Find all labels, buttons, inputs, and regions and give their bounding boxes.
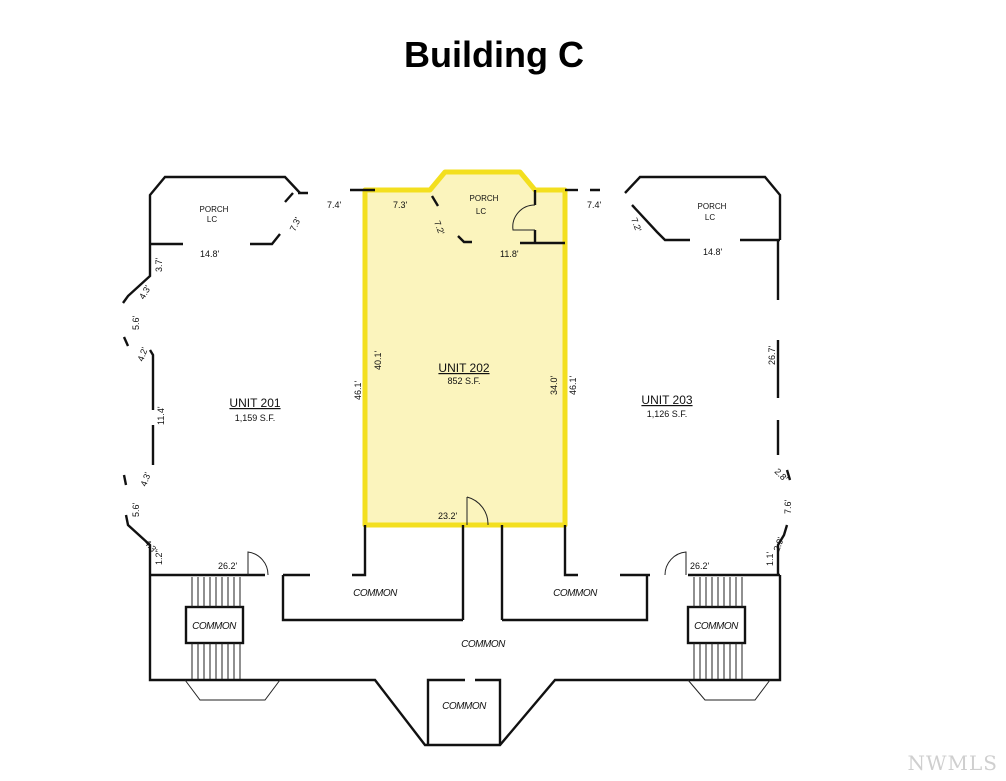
unit-203-area: 1,126 S.F. (647, 409, 688, 419)
dim: 7.2' (629, 216, 643, 233)
dim: 23.2' (438, 511, 458, 521)
unit-201-walls (122, 175, 375, 577)
common-label: COMMON (694, 621, 739, 632)
dim: 5.6' (131, 502, 141, 517)
unit-202-porch: PORCH (470, 194, 499, 203)
nwmls-watermark: NWMLS (907, 751, 998, 775)
unit-202-area: 852 S.F. (447, 376, 480, 386)
unit-201-area: 1,159 S.F. (235, 413, 276, 423)
unit-201-name: UNIT 201 (229, 396, 280, 410)
dim: 1.2' (154, 550, 164, 565)
dim: 40.1' (373, 350, 383, 370)
dim: 4.3' (138, 471, 152, 488)
unit-203-porch: PORCH (698, 202, 727, 211)
unit-202-name: UNIT 202 (438, 361, 489, 375)
common-label: COMMON (192, 621, 237, 632)
dim: 46.1' (353, 380, 363, 400)
common-label: COMMON (553, 588, 598, 599)
dim: 4.2' (135, 346, 149, 363)
dim: 7.3' (393, 200, 408, 210)
dim: 46.1' (568, 375, 578, 395)
unit-201-porch: PORCH (200, 205, 229, 214)
dim: 7.2' (432, 219, 446, 236)
dim: 26.7' (767, 345, 777, 365)
unit-202-porch-mark: LC (476, 207, 486, 216)
common-label: COMMON (353, 588, 398, 599)
unit-203-name: UNIT 203 (641, 393, 692, 407)
common-walls (148, 575, 782, 747)
unit-203-porch-mark: LC (705, 213, 715, 222)
page-title: Building C (404, 34, 584, 75)
dim: 7.6' (783, 499, 793, 514)
dim: 7.4' (587, 200, 602, 210)
dim: 2.8' (773, 466, 790, 483)
dim: 1.1' (765, 551, 775, 566)
dim: 7.4' (327, 200, 342, 210)
dim: 26.2' (690, 561, 710, 571)
dim: 5.6' (131, 315, 141, 330)
dim: 7.3' (288, 215, 303, 232)
dim: 11.4' (156, 406, 166, 425)
unit-201-porch-mark: LC (207, 215, 217, 224)
dim: 3.7' (154, 257, 164, 272)
unit-202-walls (430, 188, 578, 620)
dim: 2.9' (771, 536, 785, 553)
dim: 26.2' (218, 561, 238, 571)
unit-202-highlight (362, 169, 568, 528)
dim: 34.0' (549, 375, 559, 395)
common-label: COMMON (442, 701, 487, 712)
dim: 14.8' (703, 247, 723, 257)
dim: 14.8' (200, 249, 220, 259)
common-label: COMMON (461, 639, 506, 650)
dim: 11.8' (500, 249, 519, 259)
unit-203-walls (590, 175, 792, 577)
